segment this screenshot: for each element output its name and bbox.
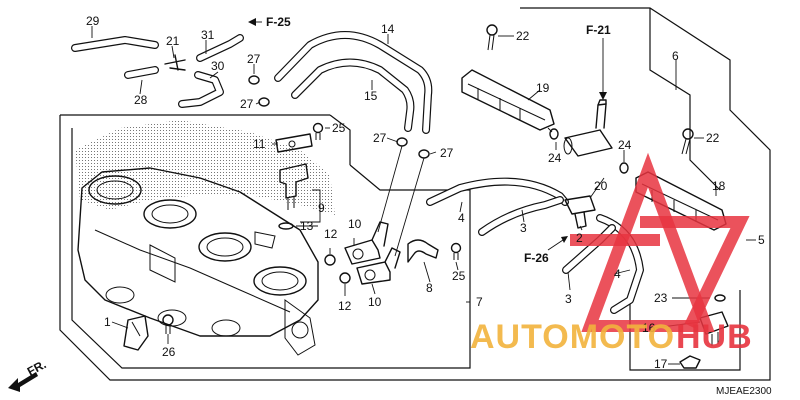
- callout-21: 21: [166, 34, 180, 48]
- vacuum-tube-28: [124, 66, 159, 79]
- washer-upper: [324, 254, 336, 266]
- inner-frame: [71, 128, 471, 369]
- callout-5: 5: [758, 233, 765, 247]
- o-ring-24-right: [619, 162, 629, 174]
- part-callouts: 29 21 31 28 30 27 27 14 15 27 27 22 19 6…: [86, 14, 765, 371]
- callout-25-a: 25: [332, 121, 346, 135]
- callout-11: 11: [253, 137, 266, 151]
- callout-13: 13: [300, 219, 314, 233]
- callout-16: 16: [642, 321, 656, 335]
- hose-4-upper: [426, 177, 569, 206]
- front-arrow-icon: [8, 372, 38, 392]
- callout-23: 23: [654, 291, 668, 305]
- callout-1: 1: [104, 315, 111, 329]
- callout-9: 9: [318, 201, 325, 215]
- callout-27-b: 27: [240, 97, 254, 111]
- throttle-body-assembly: [77, 167, 319, 356]
- sensor-stay: [275, 133, 313, 153]
- callout-7: 7: [476, 295, 483, 309]
- watermark-logo-icon: [570, 152, 750, 332]
- hose-joint-lower: [356, 247, 401, 285]
- fuel-rail-bolt-right: [681, 128, 694, 155]
- hose-clip-bracket: [407, 239, 439, 263]
- three-way-joint-21: [164, 54, 186, 71]
- clip-27-upper: [248, 75, 260, 85]
- callout-29: 29: [86, 14, 100, 28]
- callout-30: 30: [211, 59, 225, 73]
- front-marker-label: FR.: [25, 357, 49, 378]
- callout-12-b: 12: [338, 299, 352, 313]
- nut-17: [679, 355, 701, 369]
- watermark-brand-primary: AUTOMOTO: [470, 318, 675, 356]
- callout-19: 19: [536, 81, 550, 95]
- callout-6: 6: [672, 49, 679, 63]
- callout-24-a: 24: [548, 151, 562, 165]
- clip-27-left: [396, 137, 408, 147]
- ref-arrow-f21: [599, 38, 607, 100]
- hose-joint-upper: [344, 221, 389, 265]
- long-hose-15: [291, 58, 415, 132]
- joint-20: [564, 195, 596, 229]
- hose-connector-lines: [377, 145, 425, 257]
- ref-arrow-f26: [547, 236, 568, 251]
- sensor-bolt: [162, 314, 174, 334]
- callout-10-a: 10: [348, 217, 362, 231]
- outer-frame: [59, 7, 771, 381]
- callout-10-b: 10: [368, 295, 382, 309]
- vacuum-tube-29: [71, 36, 159, 52]
- map-sensor: [279, 163, 309, 210]
- callout-27-d: 27: [440, 146, 454, 160]
- vacuum-tube-30: [178, 71, 224, 108]
- callout-27-c: 27: [373, 131, 387, 145]
- watermark-brand-secondary: HUB: [676, 318, 753, 356]
- callout-4-a: 4: [458, 211, 465, 225]
- stay-bolt: [312, 122, 324, 140]
- diagram-code: MJEAE2300: [716, 386, 772, 397]
- callout-31: 31: [201, 28, 215, 42]
- callout-18: 18: [712, 179, 726, 193]
- long-hose-14: [274, 31, 433, 134]
- callout-20: 20: [594, 179, 608, 193]
- airbox-hatch: [75, 120, 335, 215]
- hose-3-upper: [478, 196, 564, 236]
- callout-8: 8: [426, 281, 433, 295]
- callout-28: 28: [134, 93, 148, 107]
- clip-27-right: [418, 149, 430, 159]
- callout-15: 15: [364, 89, 378, 103]
- ref-label-f25: F-25: [266, 15, 291, 29]
- o-ring-24-left: [549, 128, 559, 140]
- vacuum-tube-31: [196, 34, 244, 62]
- callout-24-b: 24: [618, 138, 632, 152]
- callout-22-b: 22: [706, 131, 720, 145]
- callout-26: 26: [162, 345, 176, 359]
- washer-23: [714, 294, 726, 302]
- callout-2: 2: [576, 231, 583, 245]
- sensor-o-ring: [278, 222, 294, 230]
- callout-17: 17: [654, 357, 668, 371]
- callout-14: 14: [381, 22, 395, 36]
- callout-12-a: 12: [324, 227, 338, 241]
- reference-labels: F-25 F-21 F-26: [266, 15, 611, 265]
- callout-25-b: 25: [452, 269, 466, 283]
- callout-3-a: 3: [520, 221, 527, 235]
- washer-lower: [339, 272, 351, 284]
- callout-22-a: 22: [516, 29, 530, 43]
- fuel-feed-joint: [563, 99, 613, 157]
- throttle-position-sensor: [123, 315, 149, 351]
- ref-arrow-f25: [248, 18, 262, 26]
- clip-bolt: [450, 242, 462, 260]
- callout-27-a: 27: [247, 52, 261, 66]
- fuel-rail-bolt-upper: [486, 24, 498, 51]
- callout-4-b: 4: [614, 267, 621, 281]
- fuel-rail-left: [461, 69, 555, 131]
- ref-label-f21: F-21: [586, 23, 611, 37]
- clip-27-middle: [258, 97, 270, 107]
- callout-3-b: 3: [565, 292, 572, 306]
- ref-label-f26: F-26: [524, 251, 549, 265]
